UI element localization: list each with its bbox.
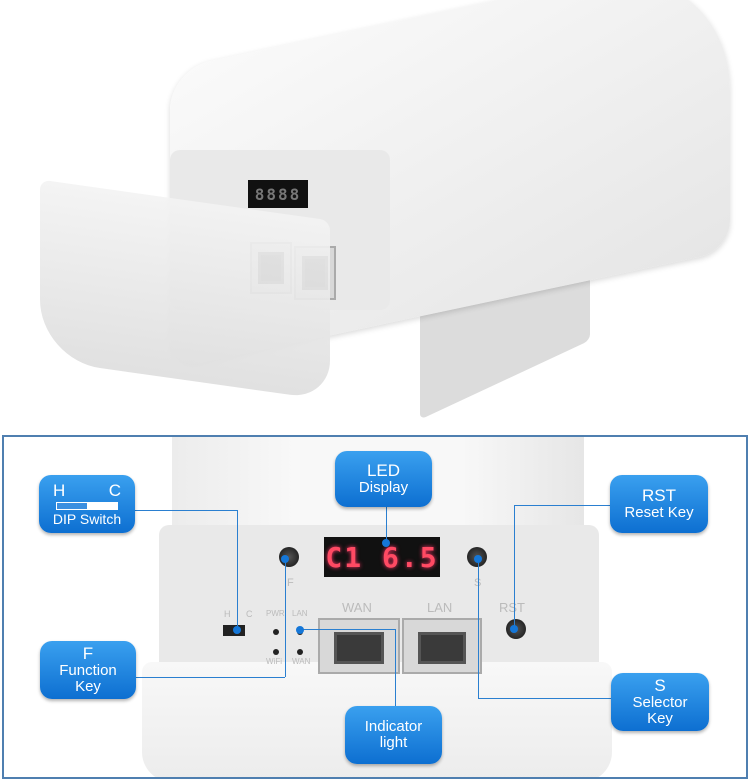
f-leader xyxy=(135,677,285,678)
lan-port xyxy=(402,618,482,674)
callout-selector-key: S Selector Key xyxy=(611,673,709,731)
led-leader-v xyxy=(386,507,387,543)
detail-panel: C1 6.5 F S WAN LAN RST PWR LAN WiFi WAN … xyxy=(2,435,748,779)
wan-port xyxy=(318,618,400,674)
indicator-leader xyxy=(300,629,395,630)
dip-label: DIP Switch xyxy=(52,510,122,527)
label-wan-led: WAN xyxy=(292,657,311,666)
f-line3: Key xyxy=(75,677,101,695)
dip-c: C xyxy=(108,480,121,500)
label-lan: LAN xyxy=(427,600,453,615)
indicator-line2: light xyxy=(379,734,408,751)
wifi-led xyxy=(273,649,279,655)
led-line1: LED xyxy=(366,461,401,481)
s-line1: S xyxy=(654,676,666,696)
top-led-display: 8888 xyxy=(248,180,308,208)
indicator-leader-v xyxy=(395,629,396,707)
label-c: C xyxy=(246,609,253,619)
dip-leader-v xyxy=(237,510,238,630)
dip-dot xyxy=(233,626,241,634)
rst-leader-v xyxy=(514,505,515,629)
rst-line2: Reset Key xyxy=(624,504,694,522)
rst-leader xyxy=(514,505,614,506)
callout-rst: RST Reset Key xyxy=(610,475,708,533)
s-leader xyxy=(478,698,615,699)
label-lan-led: LAN xyxy=(292,609,308,618)
label-pwr: PWR xyxy=(266,609,285,618)
rst-line1: RST xyxy=(642,486,676,506)
label-wan: WAN xyxy=(342,600,372,615)
label-h: H xyxy=(224,609,231,619)
label-s: S xyxy=(474,577,481,589)
indicator-line1: Indicator xyxy=(364,718,423,736)
callout-indicator-light: Indicator light xyxy=(345,706,442,764)
f-leader-v xyxy=(285,559,286,677)
f-line2: Function xyxy=(59,662,117,680)
s-line3: Key xyxy=(647,709,673,727)
pwr-led xyxy=(273,629,279,635)
label-f: F xyxy=(287,577,294,589)
callout-led-display: LED Display xyxy=(335,451,432,507)
s-dot xyxy=(474,555,482,563)
rst-dot xyxy=(510,625,518,633)
label-wifi: WiFi xyxy=(266,657,282,666)
callout-function-key: F Function Key xyxy=(40,641,136,699)
indicator-dot xyxy=(296,626,304,634)
switch-icon xyxy=(56,501,118,510)
wan-led xyxy=(297,649,303,655)
s-line2: Selector xyxy=(632,694,688,712)
callout-dip-switch: H C DIP Switch xyxy=(39,475,135,533)
led-line2: Display xyxy=(358,479,409,497)
s-leader-v xyxy=(478,559,479,698)
label-rst: RST xyxy=(499,600,525,615)
f-line1: F xyxy=(82,644,94,664)
led-dot xyxy=(382,539,390,547)
dip-leader xyxy=(133,510,237,511)
product-photo: 8888 xyxy=(40,0,730,420)
f-dot xyxy=(281,555,289,563)
dip-h: H xyxy=(53,480,66,500)
